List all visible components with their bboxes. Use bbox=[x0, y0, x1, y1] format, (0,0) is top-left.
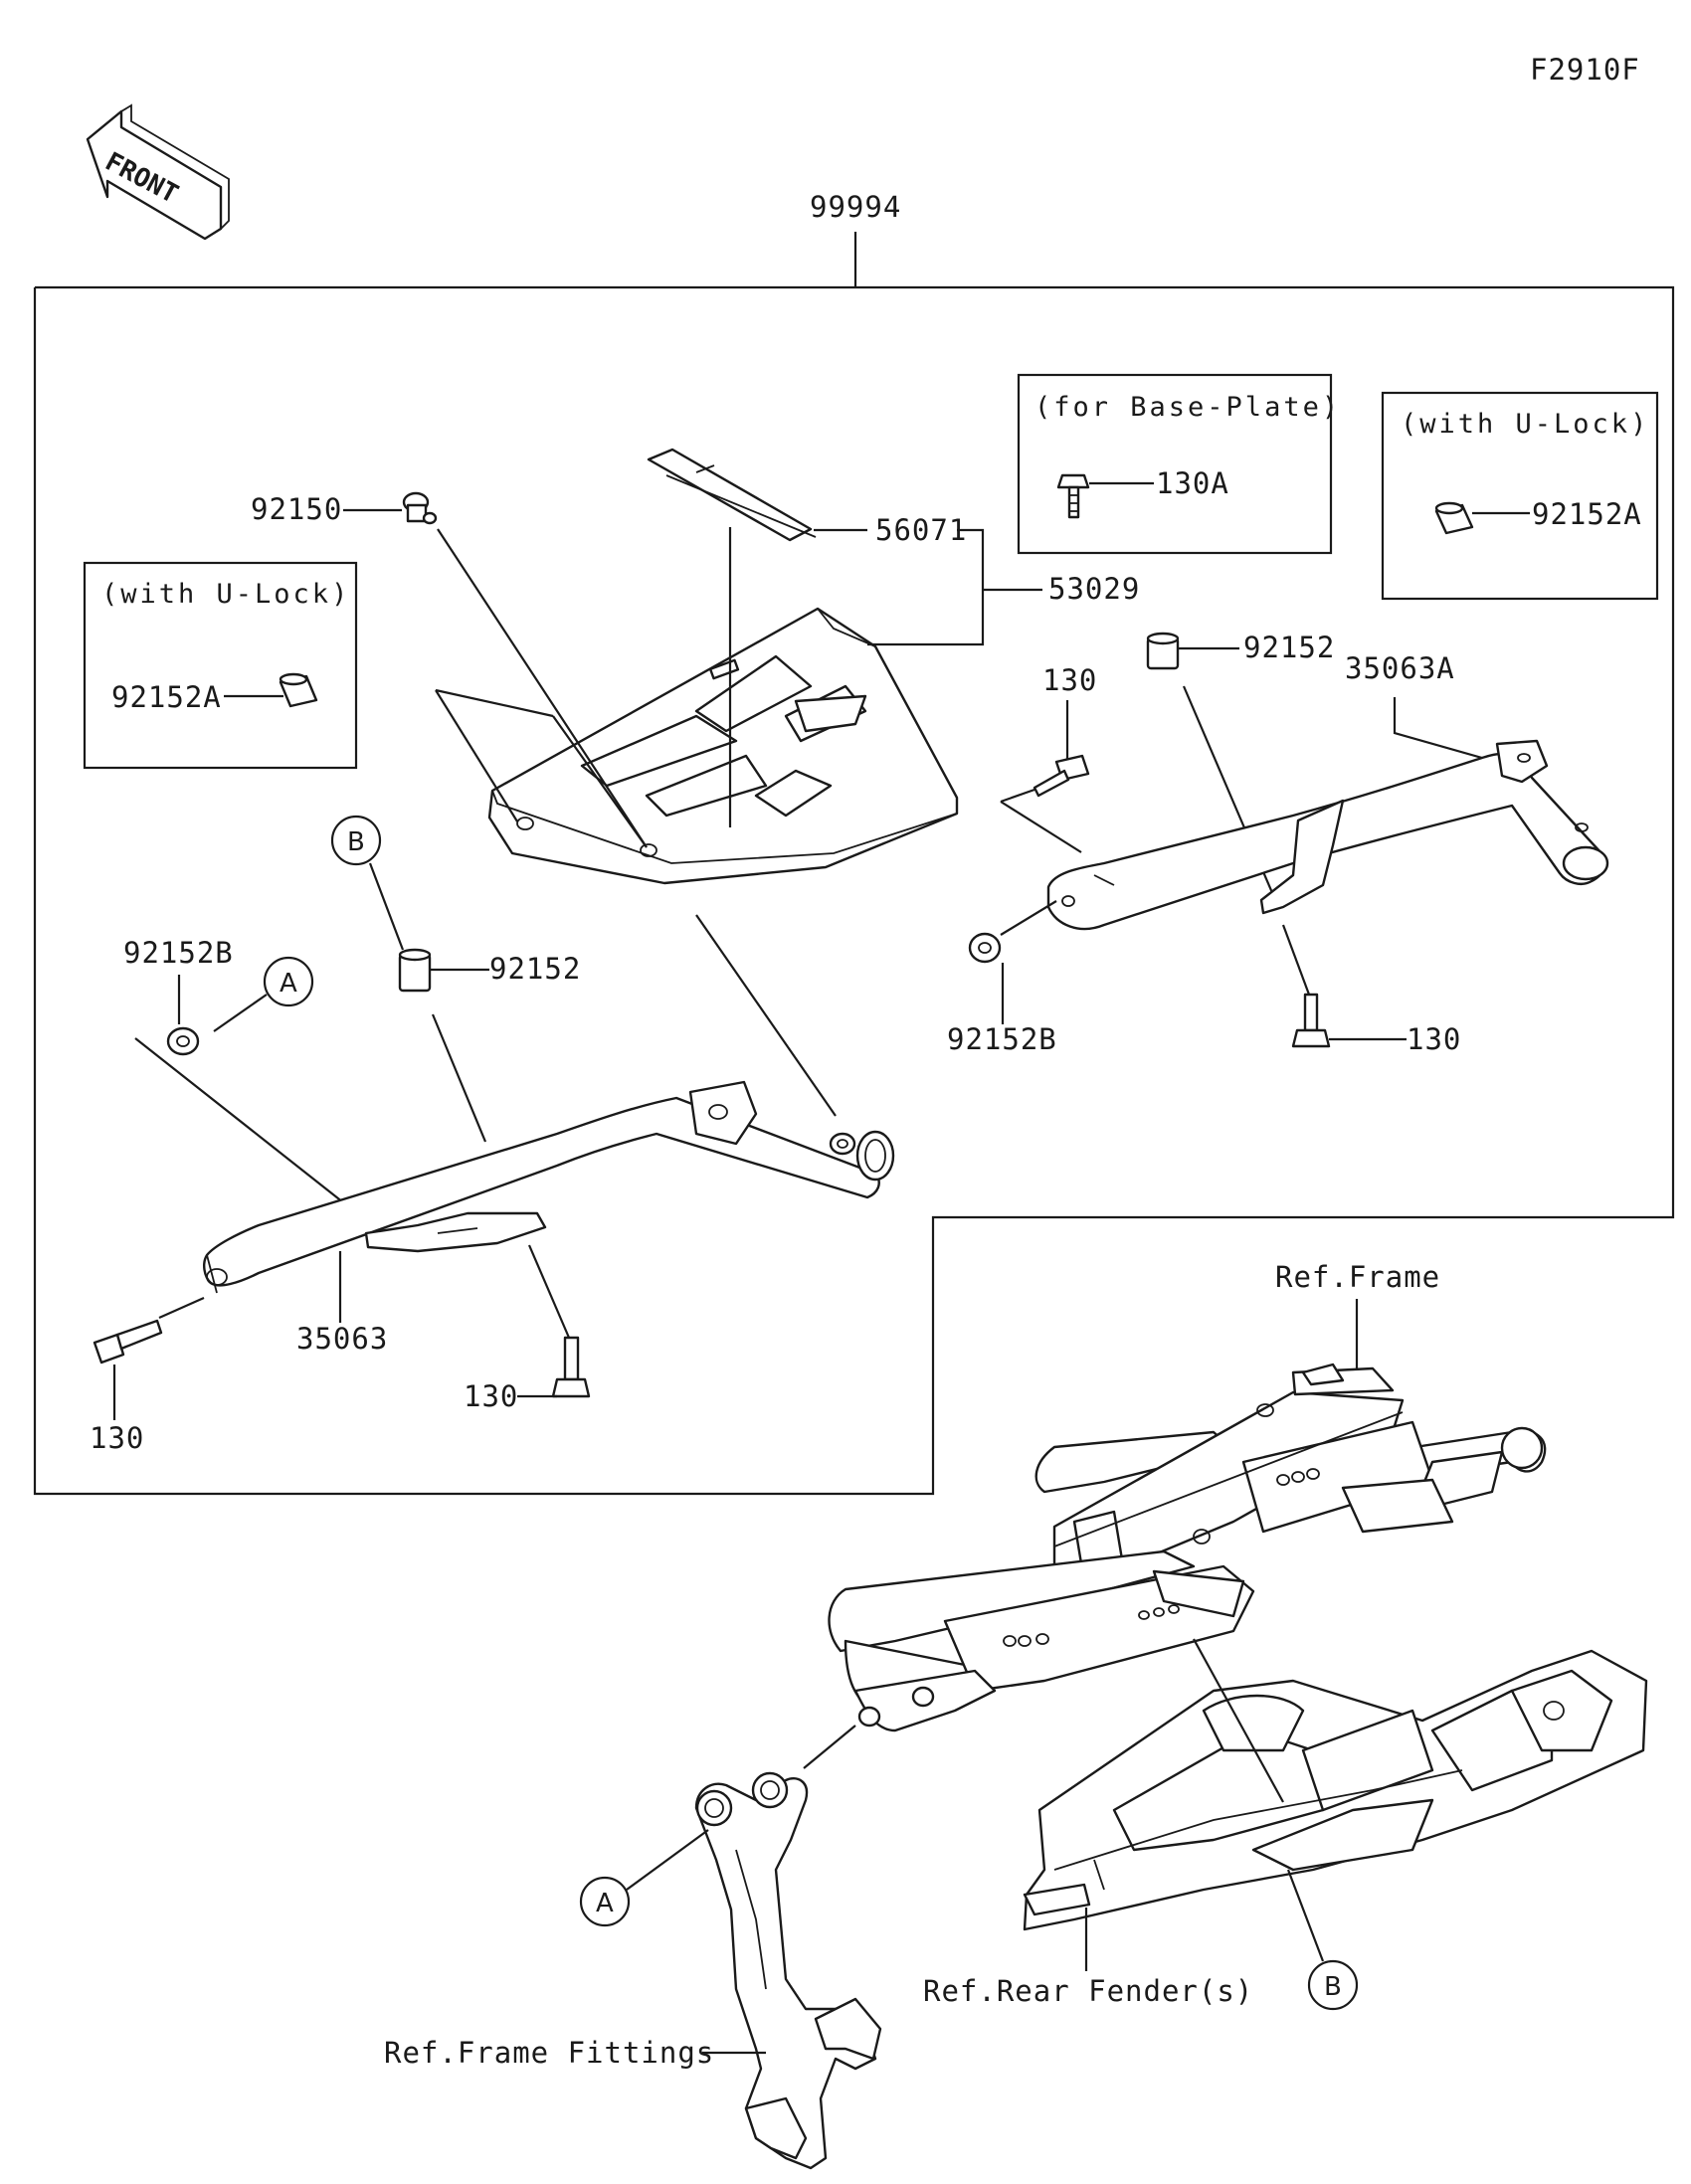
bolt-130-mid-icon bbox=[551, 1336, 591, 1398]
part-92150: 92150 bbox=[251, 492, 342, 526]
base-plate-note: (for Base-Plate) bbox=[1034, 392, 1341, 423]
figure-code: F2910F bbox=[1530, 53, 1640, 87]
rail-35063 bbox=[203, 1080, 895, 1294]
bolt-92150-icon bbox=[402, 491, 438, 525]
sticker-56071 bbox=[647, 448, 817, 542]
part-92152-upper: 92152 bbox=[1243, 631, 1335, 664]
callout-a-upper bbox=[263, 956, 314, 1007]
callout-b-upper-label: B bbox=[347, 827, 365, 857]
callout-b-lower bbox=[1307, 1959, 1359, 2011]
part-35063a: 35063A bbox=[1345, 651, 1455, 685]
callout-a-lower-label: A bbox=[596, 1889, 614, 1918]
part-53029: 53029 bbox=[1048, 572, 1140, 606]
part-35063: 35063 bbox=[296, 1322, 388, 1356]
carrier-plate-53029 bbox=[487, 607, 959, 885]
callout-b-lower-label: B bbox=[1324, 1972, 1342, 2002]
part-92152-left: 92152 bbox=[489, 952, 581, 986]
bolt-130-bottom-icon bbox=[93, 1319, 163, 1365]
part-130-upper: 130 bbox=[1042, 663, 1097, 697]
part-92152b-right: 92152B bbox=[947, 1022, 1057, 1056]
u-lock-note-box-right bbox=[1381, 391, 1659, 601]
part-130a: 130A bbox=[1156, 466, 1229, 500]
damper-92152b-right-icon bbox=[968, 932, 1002, 964]
callout-a-upper-label: A bbox=[280, 969, 297, 999]
part-130-bottom: 130 bbox=[90, 1421, 144, 1455]
ref-frame-fittings-label: Ref.Frame Fittings bbox=[384, 2036, 714, 2070]
ref-frame-label: Ref.Frame bbox=[1275, 1260, 1440, 1294]
part-92152a-right: 92152A bbox=[1532, 497, 1642, 531]
u-lock-note-right: (with U-Lock) bbox=[1401, 409, 1649, 440]
front-arrow-icon: FRONT bbox=[86, 103, 230, 241]
u-lock-note-box-left bbox=[83, 561, 358, 770]
bolt-130a-icon bbox=[1056, 473, 1090, 519]
bolt-130-right-icon bbox=[1291, 993, 1331, 1048]
part-130-mid: 130 bbox=[464, 1379, 518, 1413]
callout-b-upper bbox=[330, 815, 382, 866]
kit-number: 99994 bbox=[810, 190, 901, 224]
collar-92152-upper-icon bbox=[1146, 632, 1180, 670]
part-92152a-left: 92152A bbox=[111, 680, 222, 714]
ref-frame-fittings-drawing bbox=[694, 1771, 882, 2170]
base-plate-note-box bbox=[1017, 373, 1333, 555]
ref-rear-fender-label: Ref.Rear Fender(s) bbox=[923, 1974, 1253, 2008]
kit-boundary bbox=[33, 285, 1675, 1496]
collar-92152-left-icon bbox=[398, 948, 432, 993]
ref-rear-fender-drawing bbox=[1023, 1649, 1648, 1931]
collar-92152a-left-icon bbox=[279, 672, 318, 708]
collar-92152a-right-icon bbox=[1434, 501, 1474, 535]
damper-92152b-left-icon bbox=[166, 1026, 200, 1056]
part-130-right: 130 bbox=[1407, 1022, 1461, 1056]
part-56071: 56071 bbox=[875, 513, 967, 547]
callout-a-lower bbox=[579, 1876, 631, 1927]
bolt-130-upper-icon bbox=[1033, 754, 1090, 798]
ref-frame-drawing bbox=[828, 1363, 1547, 1732]
u-lock-note-left: (with U-Lock) bbox=[101, 579, 350, 610]
rail-35063a bbox=[1046, 739, 1609, 931]
part-92152b-left: 92152B bbox=[123, 936, 234, 970]
